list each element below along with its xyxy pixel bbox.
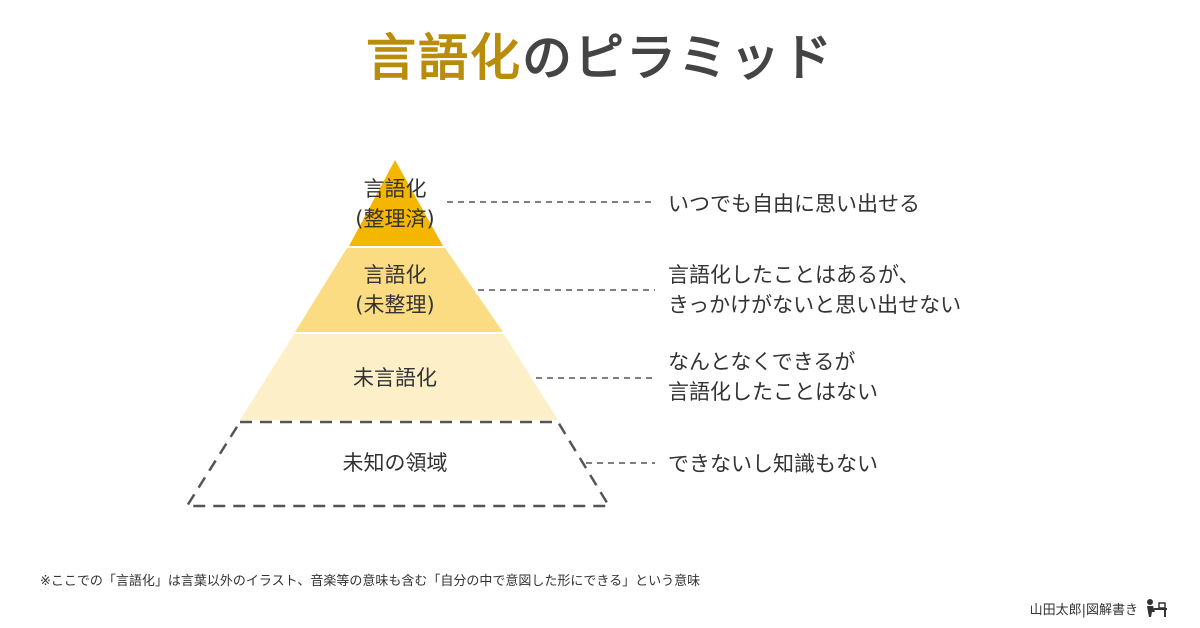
layer-description-second: 言語化したことはあるが、 きっかけがないと思い出せない xyxy=(668,263,962,317)
layer-label-third: 未言語化 xyxy=(353,366,437,390)
layer-description-unknown: できないし知識もない xyxy=(668,452,878,476)
person-at-desk-icon xyxy=(1147,599,1167,617)
title-rest: のピラミッド xyxy=(522,29,834,87)
layer-label-second: 言語化 (未整理) xyxy=(355,263,435,317)
layer-description-top: いつでも自由に思い出せる xyxy=(668,192,920,216)
pyramid-layer-second xyxy=(295,248,503,332)
title-highlight: 言語化 xyxy=(366,29,522,87)
page-title: 言語化のピラミッド xyxy=(0,18,1200,90)
layer-description-third: なんとなくできるが 言語化したことはない xyxy=(668,350,878,404)
credit: 山田太郎|図解書き xyxy=(1030,598,1168,618)
layer-label-unknown: 未知の領域 xyxy=(342,451,448,475)
credit-text: 山田太郎|図解書き xyxy=(1029,602,1138,618)
footnote: ※ここでの「言語化」は言葉以外のイラスト、音楽等の意味も含む「自分の中で意図した… xyxy=(40,574,701,589)
layer-label-top: 言語化 (整理済) xyxy=(355,177,435,231)
pyramid-layer-unknown xyxy=(184,420,612,508)
pyramid-layer-top xyxy=(349,160,443,246)
pyramid-layer-third xyxy=(240,334,558,420)
